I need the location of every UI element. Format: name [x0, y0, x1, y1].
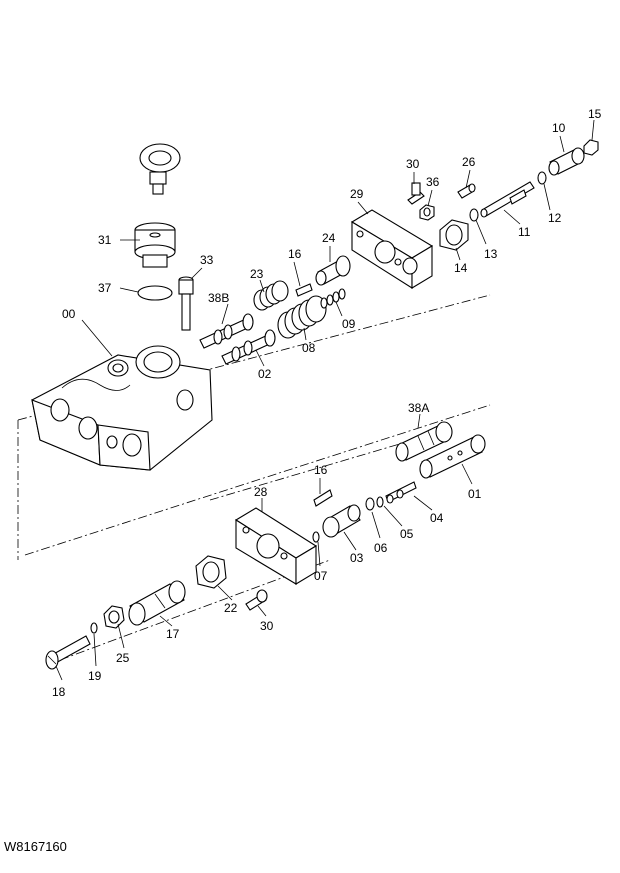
part-02-spool — [221, 329, 276, 365]
label-13: 13 — [484, 247, 498, 261]
part-25-nut — [103, 605, 125, 629]
label-29: 29 — [350, 187, 364, 201]
label-08: 08 — [302, 341, 316, 355]
part-06-washer — [365, 497, 375, 511]
part-00-valve-body — [31, 345, 213, 471]
label-38b: 38B — [208, 291, 229, 305]
label-09: 09 — [342, 317, 356, 331]
part-labels: 31 37 33 38B 23 16 24 29 30 36 26 14 13 … — [52, 107, 602, 699]
part-30-bolt-top — [407, 182, 425, 205]
label-37: 37 — [98, 281, 112, 295]
part-10-fitting — [548, 147, 585, 176]
part-07-ring — [312, 531, 320, 543]
part-14-nut — [439, 219, 469, 251]
label-10: 10 — [552, 121, 566, 135]
part-04-stem — [385, 481, 417, 504]
part-08-spring — [277, 295, 327, 339]
part-03-holder — [322, 504, 361, 538]
label-30-top: 30 — [406, 157, 420, 171]
label-19: 19 — [88, 669, 102, 683]
part-18-screw — [45, 635, 91, 670]
part-01-sleeve — [419, 434, 486, 479]
part-16-screw-top — [295, 283, 313, 297]
label-36: 36 — [426, 175, 440, 189]
label-05: 05 — [400, 527, 414, 541]
label-25: 25 — [116, 651, 130, 665]
part-28-cover — [234, 507, 318, 585]
label-00: 00 — [62, 307, 76, 321]
label-18: 18 — [52, 685, 66, 699]
label-28: 28 — [254, 485, 268, 499]
part-24-plunger — [315, 255, 351, 286]
label-07: 07 — [314, 569, 328, 583]
part-31-plug — [134, 222, 176, 268]
label-06: 06 — [374, 541, 388, 555]
eye-bolt — [139, 143, 181, 195]
part-15-nut — [583, 139, 599, 156]
label-22: 22 — [224, 601, 238, 615]
part-09-spring — [320, 288, 346, 309]
part-36-nut — [419, 204, 435, 221]
part-12-ring — [537, 171, 547, 185]
part-38a-sleeve — [395, 421, 453, 462]
part-13-ring — [469, 208, 479, 222]
label-03: 03 — [350, 551, 364, 565]
label-15: 15 — [588, 107, 602, 121]
label-14: 14 — [454, 261, 468, 275]
part-17-adjuster — [128, 580, 186, 626]
label-24: 24 — [322, 231, 336, 245]
label-33: 33 — [200, 253, 214, 267]
label-04: 04 — [430, 511, 444, 525]
leader-lines — [55, 119, 595, 681]
label-01: 01 — [468, 487, 482, 501]
part-29-cover — [350, 209, 434, 289]
part-11-stem — [480, 181, 535, 218]
label-11: 11 — [518, 225, 531, 239]
part-19-ring — [90, 622, 98, 634]
part-05-ring — [376, 496, 384, 508]
part-30-bolt-lower — [245, 589, 268, 611]
label-26: 26 — [462, 155, 476, 169]
label-17: 17 — [166, 627, 180, 641]
part-23-spring — [253, 280, 289, 311]
part-26-pin — [457, 183, 476, 199]
part-33-bolt — [178, 276, 194, 331]
label-02: 02 — [258, 367, 272, 381]
label-16-top: 16 — [288, 247, 302, 261]
part-37-o-ring — [137, 285, 173, 301]
label-31: 31 — [98, 233, 112, 247]
drawing-code: W8167160 — [4, 839, 67, 854]
label-16-mid: 16 — [314, 463, 328, 477]
label-23: 23 — [250, 267, 264, 281]
label-30-lower: 30 — [260, 619, 274, 633]
label-38a: 38A — [408, 401, 429, 415]
part-16-screw-mid — [313, 489, 333, 507]
part-38b-spool — [199, 313, 254, 349]
part-22-nut — [195, 555, 227, 589]
label-12: 12 — [548, 211, 562, 225]
